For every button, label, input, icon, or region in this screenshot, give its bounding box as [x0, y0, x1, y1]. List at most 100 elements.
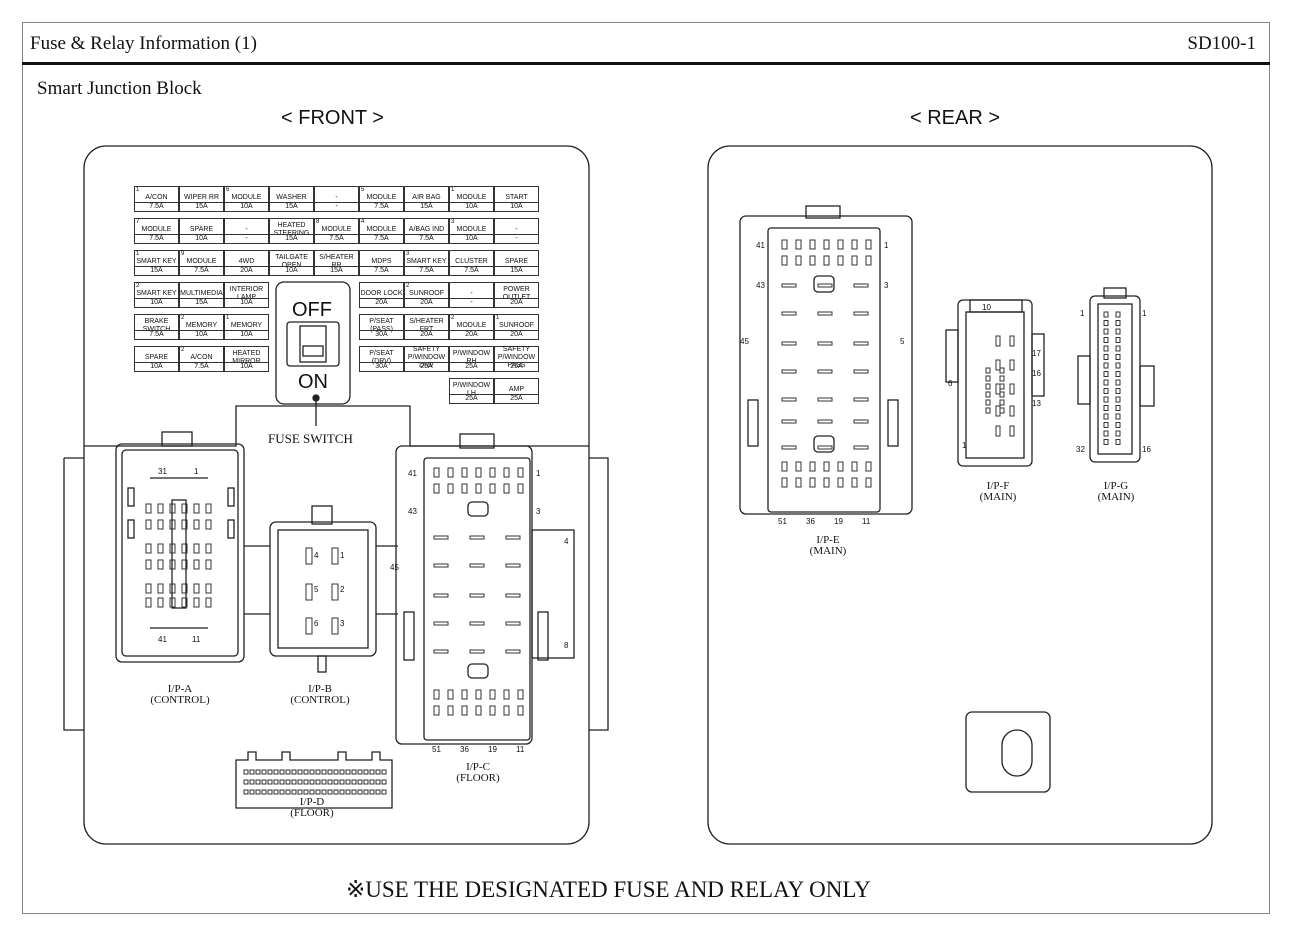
- ipb-pin-label: 5: [314, 585, 319, 594]
- frame-bottom: [22, 913, 1270, 914]
- fuse-name: SPARE: [189, 225, 214, 233]
- connector-pin: [1115, 405, 1121, 411]
- connector-pin: [1115, 345, 1121, 352]
- fuse-name: S/HEATER FRT: [409, 317, 444, 333]
- fuse-name: MODULE: [141, 225, 172, 233]
- fuse-amperage: 7.5A: [405, 234, 448, 243]
- connector-pin: [145, 519, 152, 530]
- connector-pin: [999, 375, 1005, 382]
- connector-pin: [865, 461, 872, 472]
- fuse-amperage: 20A: [450, 330, 493, 339]
- fuse-name: WASHER: [276, 193, 307, 201]
- connector-pin: [157, 597, 164, 608]
- connector-pin: [169, 543, 176, 554]
- connector-pin: [851, 255, 858, 266]
- connector-pin: [1103, 388, 1109, 394]
- connector-pin: [249, 789, 255, 795]
- connector-pin: [193, 543, 200, 554]
- fuse-number: 7: [136, 219, 140, 225]
- ipg-label: I/P-G (MAIN): [1066, 481, 1166, 503]
- connector-pin: [489, 483, 496, 494]
- fuse-number: 2: [181, 347, 185, 353]
- fuse-number: 1: [496, 315, 500, 321]
- fuse-amperage: 10A: [225, 362, 268, 371]
- page-title: Fuse & Relay Information (1): [30, 33, 257, 54]
- connector-pin: [375, 769, 381, 775]
- footnote: ※USE THE DESIGNATED FUSE AND RELAY ONLY: [346, 877, 871, 902]
- ipa-sub: (CONTROL): [150, 694, 210, 706]
- connector-pin: [985, 399, 991, 406]
- fuse-name: S/HEATER RR: [319, 253, 354, 269]
- connector-pin: [157, 503, 164, 514]
- connector-pin: [1103, 430, 1109, 437]
- connector-pin: [369, 779, 375, 785]
- fuse-name: P/SEAT (DRV): [369, 349, 394, 365]
- connector-pin: [145, 503, 152, 514]
- fuse-name: START: [505, 193, 528, 201]
- ipf-pin-label: 13: [1032, 399, 1041, 408]
- ipf-connector-outline: [957, 299, 1033, 467]
- fuse-name: P/WINDOW RH: [452, 349, 491, 365]
- ipe-connector-outline: [739, 215, 913, 515]
- connector-pin: [781, 341, 797, 346]
- fuse-amperage: 10A: [135, 362, 178, 371]
- connector-pin: [181, 543, 188, 554]
- connector-pin: [315, 769, 321, 775]
- fuse-name: MEMORY: [185, 321, 218, 329]
- fuse-amperage: 25A: [450, 362, 493, 371]
- ipc-pin-label: 11: [516, 745, 525, 754]
- ipc-pin-label: 36: [460, 745, 469, 754]
- connector-pin: [205, 597, 212, 608]
- fuse-amperage: -: [315, 202, 358, 211]
- fuse-number: 9: [181, 251, 185, 257]
- fuse-amperage: 20A: [360, 298, 403, 307]
- ipc-pin-label: 51: [432, 745, 441, 754]
- connector-pin: [169, 519, 176, 530]
- connector-pin: [781, 397, 797, 402]
- fuse-amperage: 7.5A: [135, 330, 178, 339]
- ipc-pin-label: 41: [408, 469, 417, 478]
- connector-pin: [303, 789, 309, 795]
- connector-pin: [505, 563, 521, 568]
- connector-pin: [985, 407, 991, 414]
- fuse-name: SPARE: [144, 353, 169, 361]
- connector-pin: [243, 769, 249, 775]
- fuse-amperage: 30A: [360, 330, 403, 339]
- ipa-pin-label: 1: [194, 467, 199, 476]
- fuse-amperage: 10A: [450, 234, 493, 243]
- connector-pin: [309, 779, 315, 785]
- connector-pin: [255, 779, 261, 785]
- connector-pin: [433, 483, 440, 494]
- connector-pin: [433, 689, 440, 700]
- fuse-number: 2: [181, 315, 185, 321]
- fuse-name: TAILGATE OPEN: [275, 253, 308, 269]
- fuse-switch-slider: [299, 325, 327, 363]
- ipc-pin-label: 1: [536, 469, 541, 478]
- connector-pin: [145, 597, 152, 608]
- connector-pin: [157, 519, 164, 530]
- connector-pin: [505, 535, 521, 540]
- connector-pin: [321, 789, 327, 795]
- connector-pin: [837, 239, 844, 250]
- ipb-name: I/P-B: [308, 683, 332, 695]
- ipa-pin-label: 11: [192, 635, 201, 644]
- connector-pin: [351, 779, 357, 785]
- ipe-pin-label: 11: [862, 517, 871, 526]
- connector-pin: [781, 445, 797, 450]
- fuse-name: MODULE: [366, 193, 397, 201]
- connector-pin: [853, 445, 869, 450]
- connector-pin: [261, 769, 267, 775]
- ipd-label: I/P-D (FLOOR): [262, 797, 362, 819]
- ipg-pin-label: 1: [1142, 309, 1147, 318]
- connector-pin: [469, 563, 485, 568]
- connector-pin: [503, 467, 510, 478]
- connector-pin: [781, 239, 788, 250]
